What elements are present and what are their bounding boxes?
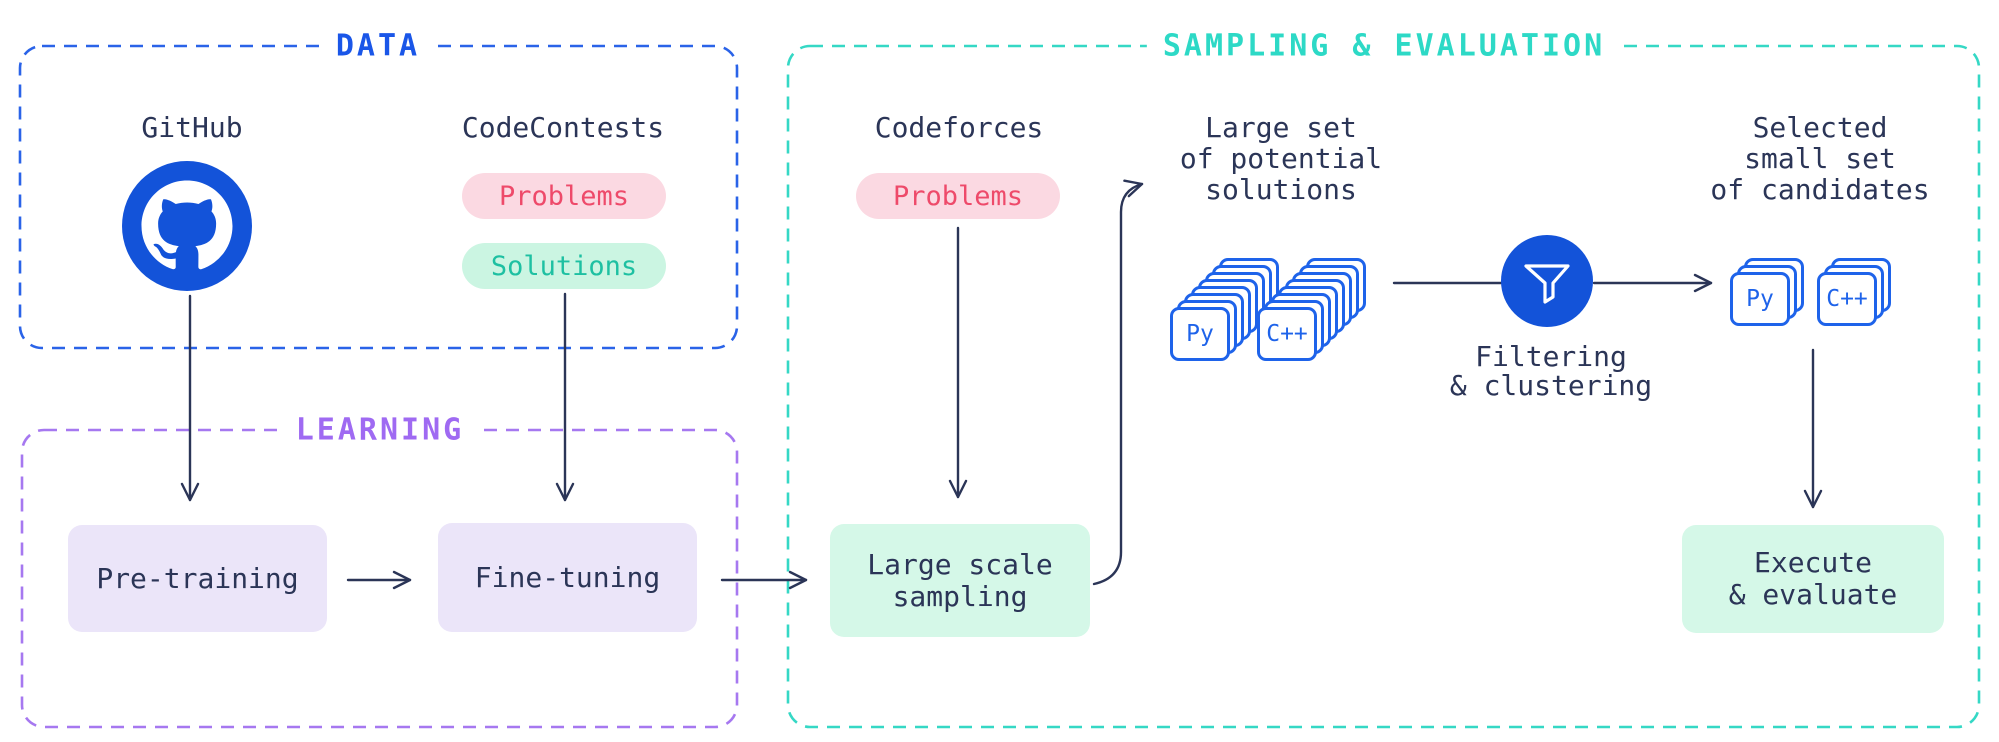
- pretraining-label: Pre-training: [96, 561, 299, 595]
- codecontests-problems-badge: Problems: [462, 173, 666, 219]
- large-cpp-solutions-stack: C++: [1257, 258, 1366, 361]
- execute-evaluate-line2: & evaluate: [1728, 578, 1898, 611]
- codeforces-problems-badge: Problems: [856, 173, 1060, 219]
- code-card-front: Py: [1730, 272, 1790, 326]
- github-icon: [122, 161, 252, 291]
- funnel-icon: [1501, 235, 1593, 327]
- selected-python-candidates-stack: Py: [1730, 256, 1806, 326]
- data-group-title: DATA: [319, 28, 437, 64]
- codecontests-label: CodeContests: [461, 111, 665, 144]
- arrow-sampling-to-solutions: [1092, 179, 1144, 586]
- github-label: GitHub: [141, 111, 243, 144]
- execute-evaluate-box: Execute & evaluate: [1682, 525, 1944, 633]
- execute-evaluate-line1: Execute: [1753, 546, 1872, 579]
- large-scale-sampling-line2: sampling: [892, 579, 1028, 613]
- codecontests-solutions-badge: Solutions: [462, 243, 666, 289]
- code-card-front: C++: [1817, 272, 1877, 326]
- sampling-group-title: SAMPLING & EVALUATION: [1146, 28, 1622, 64]
- selected-cpp-candidates-stack: C++: [1817, 256, 1893, 326]
- filtering-clustering-label: Filtering & clustering: [1449, 340, 1653, 402]
- codeforces-label: Codeforces: [874, 111, 1044, 144]
- large-set-label: Large set of potential solutions: [1179, 111, 1383, 206]
- learning-group-title: LEARNING: [279, 412, 481, 448]
- large-scale-sampling-box: Large scale sampling: [830, 524, 1090, 637]
- large-python-solutions-stack: Py: [1170, 258, 1279, 361]
- code-card-front: C++: [1257, 307, 1317, 361]
- code-card-front: Py: [1170, 307, 1230, 361]
- large-scale-sampling-line1: Large scale: [867, 547, 1053, 581]
- finetuning-box: Fine-tuning: [438, 523, 697, 632]
- finetuning-label: Fine-tuning: [474, 560, 661, 594]
- pretraining-box: Pre-training: [68, 525, 327, 632]
- selected-set-label: Selected small set of candidates: [1710, 111, 1930, 206]
